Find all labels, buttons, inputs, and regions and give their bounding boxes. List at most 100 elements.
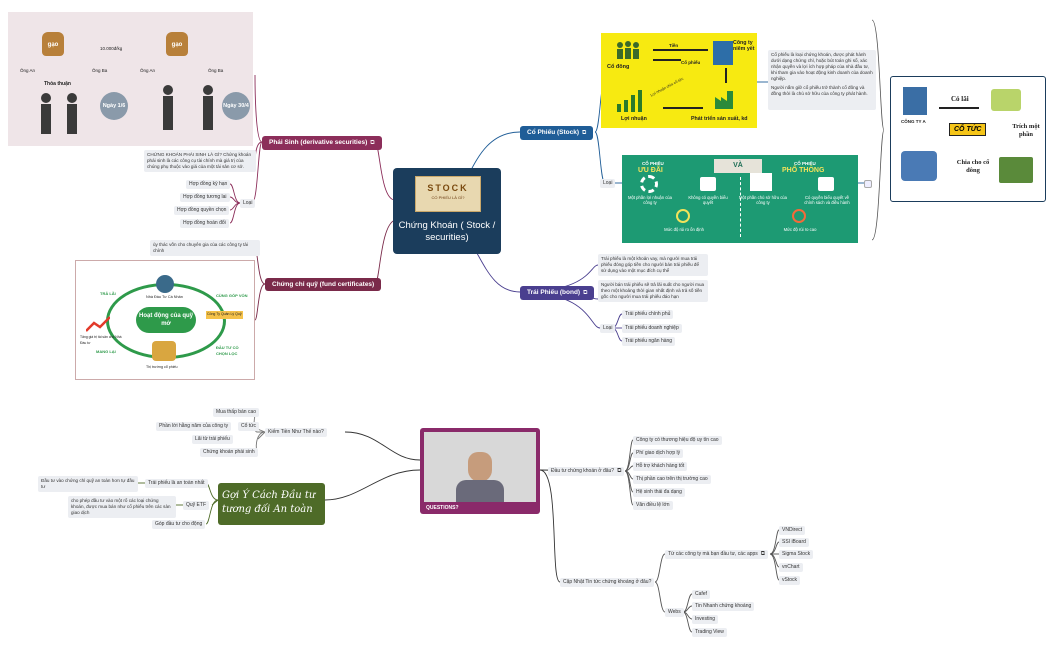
stock-definition: Cổ phiếu là loại chứng khoán, được phát … [768, 50, 876, 110]
deriv-ong-ba-2: Ông Ba [208, 68, 224, 73]
stock-word: STOCK [427, 183, 469, 193]
building-icon [713, 41, 733, 65]
web-3: Investing [692, 615, 719, 624]
arrow-bottom-icon [663, 107, 703, 109]
bond-type-3: Trái phiếu ngân hàng [622, 337, 676, 346]
advice-note-1: Đầu tư vào chứng chỉ quỹ an toàn hơn tự … [38, 476, 138, 492]
co-tuc-badge: CỔ TỨC [949, 123, 987, 136]
app-5: vStock [779, 576, 801, 585]
deriv-type-3: Hợp đồng quyền chọn [174, 206, 230, 215]
dau-tu-1: Công ty có thương hiệu độ uy tín cao [633, 436, 722, 445]
wheel-icon [640, 175, 658, 193]
cycle-tien: Tiền [669, 43, 679, 48]
link-icon[interactable]: ⧉ [760, 551, 766, 557]
bond-type-1: Trái phiếu chính phủ [622, 310, 674, 319]
co-tuc-note: Phần lời hằng năm của công ty [156, 422, 232, 431]
vote-icon [700, 177, 716, 191]
deriv-type-1: Hợp đồng kỳ hạn [186, 180, 231, 189]
deriv-ong-ba: Ông Ba [92, 68, 108, 73]
kiem-tien-1: Mua thấp bán cao [213, 408, 260, 417]
advice-1: Trái phiếu là an toàn nhất [145, 479, 208, 488]
bond-def-2: Người bán trái phiếu sẽ trả lãi suất cho… [598, 280, 708, 302]
fund-image: Hoạt động của quỹ mở Nhà Đầu Tư Cá Nhân … [75, 260, 255, 380]
office-icon [750, 173, 772, 191]
pho-thong-3: Mức độ rủi ro cao [783, 227, 817, 232]
fund-growth: Tăng giá trị tài sản cho Nhà Đầu tư [80, 335, 122, 345]
gao-bag-icon: gạo [42, 32, 64, 56]
stock-cycle-image: Cổ đông Tiền Cổ phiếu Công ty niêm yết L… [601, 33, 757, 128]
kiem-tien-4: Chứng khoán phái sinh [200, 448, 258, 457]
uu-dai-1: Một phần lợi nhuận của công ty [628, 195, 672, 205]
arrow-left-icon [653, 59, 681, 61]
pho-thong-1: Một phần chủ sở hữu của công ty [739, 195, 787, 205]
dau-tu-6: Văn điều lệ lớn [633, 501, 673, 510]
advice-2: Quỹ ETF [183, 501, 210, 510]
pho-thong-2: Có quyền biểu quyết về chính sách và điề… [804, 195, 850, 205]
topic-derivative[interactable]: Phái Sinh (derivative securities)⧉ [262, 136, 382, 150]
topic-bond[interactable]: Trái Phiếu (bond)⧉ [520, 286, 595, 300]
vote2-icon [818, 177, 834, 191]
questions-topic[interactable]: QUESTIONS? [420, 428, 540, 514]
deriv-ong-an: Ông An [20, 68, 36, 73]
central-topic[interactable]: STOCK CỔ PHIẾU LÀ GÌ? Chứng Khoán ( Stoc… [393, 168, 501, 254]
kiem-tien-label[interactable]: Kiếm Tiền Như Thế nào? [265, 428, 327, 437]
div-chia: Chia cho cổ đông [956, 159, 990, 174]
ngay1-badge: Ngày 1/6 [100, 92, 128, 120]
advice-3: Góp đầu tư cho động [152, 520, 206, 529]
fund-mang-lai: MANG LẠI [96, 349, 116, 354]
fund-definition: ủy thác vốn cho chuyên gia của các công … [150, 240, 260, 256]
handshake-icon [36, 92, 82, 138]
deriv-gia: 10.000đ/kg [100, 46, 123, 51]
dau-tu-5: Hệ sinh thái đa dạng [633, 488, 685, 497]
cycle-phat-trien: Phát triển sản xuất, kd [691, 116, 748, 122]
uu-dai-title: ƯU ĐÃI [638, 167, 663, 174]
gao-bag2-icon: gạo [166, 32, 188, 56]
chart-icon [615, 88, 645, 114]
advice-topic[interactable]: Gợi Ý Cách Đầu tư tương đối An toàn [218, 483, 325, 525]
div-trich: Trích một phần [1012, 123, 1040, 138]
uu-dai-top: CỔ PHIẾU [642, 161, 664, 166]
cap-nhat-label[interactable]: Cập Nhật Tin tức chứng khoáng ở đâu? [560, 578, 655, 587]
link-icon[interactable]: ⧉ [370, 140, 375, 146]
cycle-chia: Lợi nhuận chia cổ tức [649, 76, 685, 98]
link-icon[interactable]: ⧉ [583, 290, 588, 296]
apps-label[interactable]: Từ các công ty mà bạn đầu tư, các apps⧉ [665, 550, 769, 559]
deriv-type-2: Hợp đồng tương lai [180, 193, 230, 202]
link-icon[interactable]: ⧉ [617, 468, 622, 474]
derivative-image: gạo gạo Ông An Ông Ba Ông An Ông Ba Thỏa… [8, 12, 253, 146]
pho-thong-top: CỔ PHIẾU [794, 161, 816, 166]
gauge-icon [676, 209, 690, 223]
topic-fund-label: Chứng chỉ quỹ (fund certificates) [272, 281, 375, 288]
link-icon[interactable]: ⧉ [582, 130, 587, 136]
exchange-icon [158, 84, 218, 138]
div-co-lai: Có lãi [951, 95, 969, 103]
bond-type-2: Trái phiếu doanh nghiệp [622, 324, 682, 333]
stock-types-image: CỔ PHIẾU ƯU ĐÃI VÀ CỔ PHIẾU PHỔ THÔNG Mộ… [622, 155, 858, 243]
app-1: VNDirect [779, 526, 806, 535]
factory-icon [713, 85, 739, 111]
bond-loai: Loại [600, 324, 616, 333]
cycle-co-phieu: Cổ phiếu [681, 60, 701, 65]
ngay2-badge: Ngày 30/4 [222, 92, 250, 120]
coins-icon [152, 341, 176, 361]
va-label: VÀ [714, 159, 762, 173]
topic-stock-label: Cổ Phiếu (Stock) [527, 129, 580, 136]
deriv-type-4: Hợp đồng hoán đổi [180, 219, 229, 228]
topic-stock[interactable]: Cổ Phiếu (Stock)⧉ [520, 126, 594, 140]
div-company: CÔNG TY A [901, 119, 926, 124]
topic-bond-label: Trái Phiếu (bond) [527, 289, 581, 296]
central-title: Chứng Khoán ( Stock / securities) [398, 220, 496, 243]
kiem-tien-3: Lãi từ trái phiếu [192, 435, 233, 444]
gauge2-icon [792, 209, 806, 223]
arrow-right-icon [653, 49, 708, 51]
dau-tu-2: Phí giao dịch hợp lý [633, 449, 684, 458]
growth-icon [85, 315, 111, 333]
app-3: Sigma Stock [779, 550, 814, 559]
collapse-handle[interactable] [864, 180, 872, 188]
fund-market: Thị trường cổ phiếu [146, 365, 178, 369]
topic-fund[interactable]: Chứng chỉ quỹ (fund certificates) [265, 278, 382, 291]
head-icon [468, 452, 492, 482]
thinking-man-image [424, 432, 536, 502]
web-4: Trading View [692, 628, 727, 637]
dau-tu-label[interactable]: Đầu tư chứng khoán ở đâu?⧉ [548, 467, 625, 476]
